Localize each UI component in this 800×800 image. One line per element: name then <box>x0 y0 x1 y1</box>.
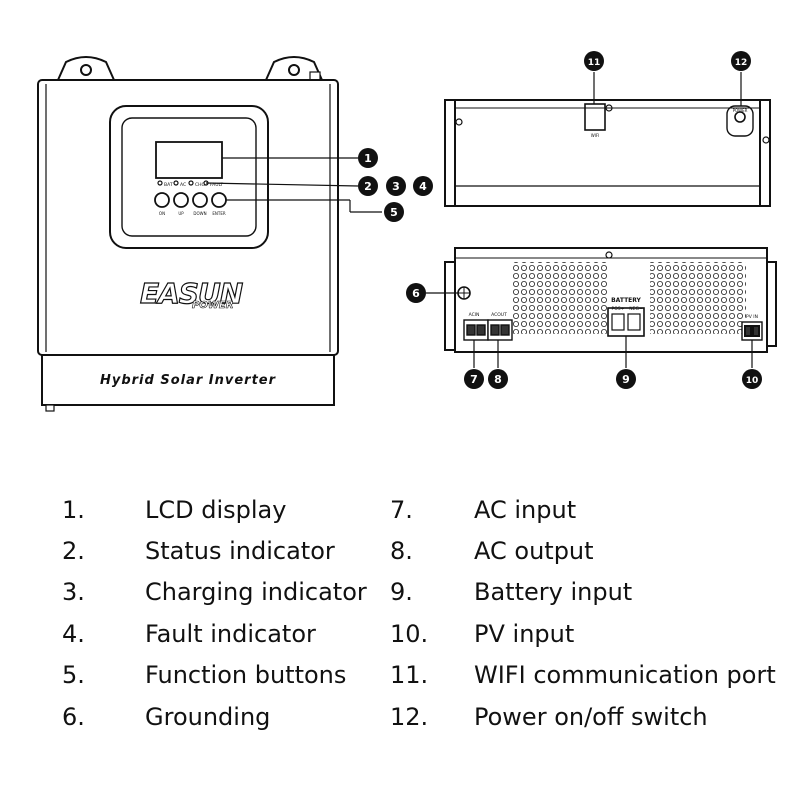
brand-logo-sub: POWER <box>192 300 233 311</box>
wifi-port <box>584 103 606 131</box>
front-housing <box>37 79 339 356</box>
legend-label: Status indicator <box>145 537 335 565</box>
callout-9: 9 <box>616 369 636 389</box>
button-label-on: ON <box>159 211 165 216</box>
rear-leader-lines <box>473 336 753 368</box>
svg-text:3: 3 <box>392 180 400 193</box>
legend-label: Power on/off switch <box>474 703 708 731</box>
svg-text:11: 11 <box>588 58 601 68</box>
power-label: POWER <box>733 108 748 113</box>
inverter-diagram: BAT AC CHG FAULT ON UP DOWN ENTER EASUN … <box>37 51 777 412</box>
button-on[interactable] <box>154 192 170 208</box>
front-view <box>37 56 382 412</box>
ac-in-label: ACIN <box>469 312 480 318</box>
svg-text:4: 4 <box>419 180 427 193</box>
button-label-down: DOWN <box>193 211 206 216</box>
callout-12: 12 <box>731 51 751 71</box>
legend-label: WIFI communication port <box>474 661 776 689</box>
display-bezel <box>109 105 269 249</box>
callout-2: 2 <box>358 176 378 196</box>
led-bat <box>157 180 163 186</box>
mounting-bracket-left <box>57 56 115 81</box>
battery-pos-label: POS+ <box>612 306 625 312</box>
power-switch-housing <box>726 105 754 137</box>
mounting-bracket-right <box>265 56 323 81</box>
legend-number: 8. <box>390 537 413 565</box>
svg-text:9: 9 <box>622 373 630 386</box>
legend-number: 1. <box>62 496 85 524</box>
battery-label: BATTERY <box>611 297 641 304</box>
callout-3: 3 <box>386 176 406 196</box>
legend-number: 12. <box>390 703 429 731</box>
product-label: Hybrid Solar Inverter <box>100 373 277 388</box>
top-housing <box>454 99 761 207</box>
fan-grille-left <box>512 262 608 334</box>
battery-terminal-block <box>607 307 645 337</box>
bottom-panel <box>41 354 335 406</box>
legend-number: 9. <box>390 578 413 606</box>
ac-terminals <box>463 319 513 341</box>
wifi-label: WIFI <box>591 133 600 138</box>
callouts: 1 2 3 4 5 6 7 8 9 10 11 12 <box>358 51 762 389</box>
fan-grille-right <box>650 262 746 334</box>
front-leader-lines <box>205 157 382 213</box>
lcd-display <box>155 141 223 179</box>
led-label-fault: FAULT <box>210 182 223 188</box>
legend-number: 5. <box>62 661 85 689</box>
callout-1: 1 <box>358 148 378 168</box>
svg-text:5: 5 <box>390 206 398 219</box>
button-label-up: UP <box>178 211 184 216</box>
legend-label: AC output <box>474 537 594 565</box>
svg-text:12: 12 <box>735 58 748 68</box>
legend-number: 4. <box>62 620 85 648</box>
svg-text:7: 7 <box>470 373 478 386</box>
button-label-enter: ENTER <box>212 211 225 216</box>
svg-text:10: 10 <box>746 376 759 386</box>
legend-label: PV input <box>474 620 575 648</box>
button-down[interactable] <box>192 192 208 208</box>
led-label-chg: CHG <box>195 182 206 188</box>
legend-label: Function buttons <box>145 661 347 689</box>
legend-label: LCD display <box>145 496 287 524</box>
svg-text:6: 6 <box>412 287 420 300</box>
callout-10: 10 <box>742 369 762 389</box>
pv-label: PV IN <box>746 314 758 320</box>
callout-7: 7 <box>464 369 484 389</box>
led-ac <box>173 180 179 186</box>
callout-6: 6 <box>406 283 426 303</box>
legend-number: 3. <box>62 578 85 606</box>
callout-11: 11 <box>584 51 604 71</box>
front-text: BAT AC CHG FAULT ON UP DOWN ENTER EASUN … <box>100 182 277 388</box>
brand-logo: EASUN <box>140 277 243 310</box>
legend-number: 11. <box>390 661 429 689</box>
svg-text:8: 8 <box>494 373 502 386</box>
legend-number: 10. <box>390 620 429 648</box>
led-chg <box>188 180 194 186</box>
legend-number: 2. <box>62 537 85 565</box>
legend-label: Battery input <box>474 578 633 606</box>
callout-4: 4 <box>413 176 433 196</box>
top-view <box>444 72 771 207</box>
legend-number: 6. <box>62 703 85 731</box>
legend-label: Grounding <box>145 703 271 731</box>
legend-label: Charging indicator <box>145 578 367 606</box>
ac-out-label: ACOUT <box>491 312 507 318</box>
legend-label: Fault indicator <box>145 620 316 648</box>
legend-number: 7. <box>390 496 413 524</box>
led-label-ac: AC <box>180 182 186 188</box>
led-label-bat: BAT <box>164 182 173 188</box>
button-up[interactable] <box>173 192 189 208</box>
svg-text:2: 2 <box>364 180 372 193</box>
power-switch[interactable] <box>734 111 746 123</box>
rear-view <box>426 247 777 368</box>
callout-5: 5 <box>384 202 404 222</box>
function-buttons <box>154 192 227 208</box>
callout-8: 8 <box>488 369 508 389</box>
battery-neg-label: NEG− <box>629 306 643 312</box>
legend-label: AC input <box>474 496 577 524</box>
svg-text:1: 1 <box>364 152 372 165</box>
